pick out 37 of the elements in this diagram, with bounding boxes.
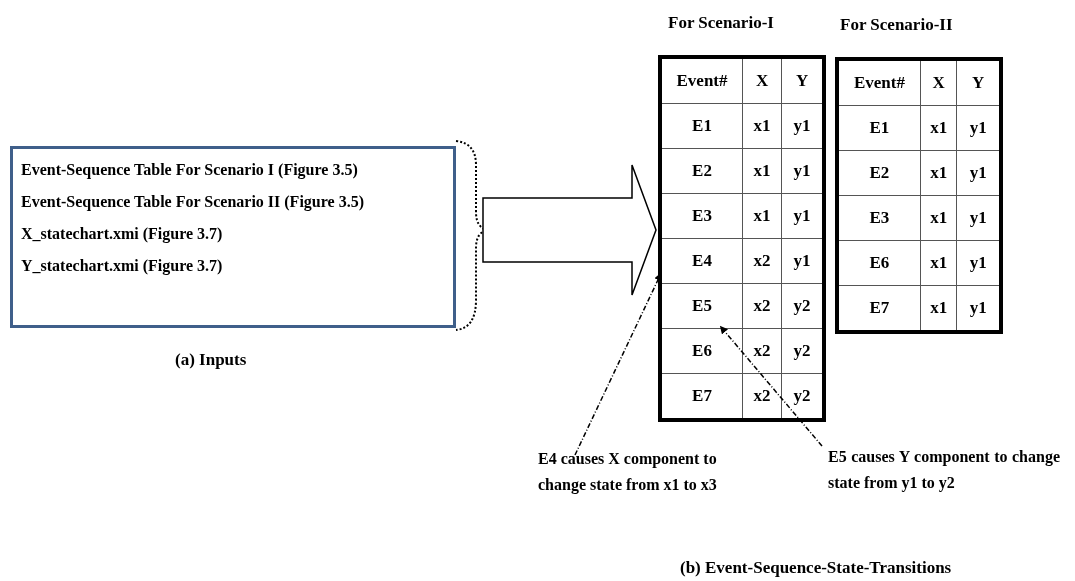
table-cell: E6: [660, 328, 743, 374]
table-cell: X: [920, 59, 957, 106]
table-cell: x1: [742, 193, 782, 239]
table-cell: E2: [837, 150, 921, 196]
input-item: X_statechart.xmi (Figure 3.7): [21, 224, 224, 245]
table-cell: Event#: [837, 59, 921, 106]
table-cell: E3: [660, 193, 743, 239]
table-cell: E2: [660, 148, 743, 194]
table-cell: E5: [660, 283, 743, 329]
figure-caption: (a) Inputs: [175, 350, 247, 370]
table-cell: x1: [920, 240, 957, 286]
table-cell: x2: [742, 238, 782, 284]
input-item: Y_statechart.xmi (Figure 3.7): [21, 256, 224, 277]
table-cell: x1: [742, 148, 782, 194]
figure-caption: (b) Event-Sequence-State-Transitions: [680, 558, 952, 578]
table-cell: E3: [837, 195, 921, 241]
table-cell: x1: [920, 195, 957, 241]
table-cell: E6: [837, 240, 921, 286]
table-cell: X: [742, 57, 782, 104]
table-cell: x2: [742, 328, 782, 374]
table-cell: x2: [742, 283, 782, 329]
table-title: For Scenario-I: [668, 13, 774, 33]
block-arrow: [482, 164, 657, 296]
input-item: Event-Sequence Table For Scenario II (Figure 3.5): [21, 192, 365, 213]
table-cell: E1: [660, 103, 743, 149]
annotation-text: E5 causes Y component to change state from y1 to y2: [828, 444, 1060, 496]
inputs-box: [10, 146, 456, 328]
table-cell: Event#: [660, 57, 743, 104]
table-cell: E4: [660, 238, 743, 284]
table-cell: x1: [742, 103, 782, 149]
input-item: Event-Sequence Table For Scenario I (Figure 3.5): [21, 160, 359, 181]
table-cell: x1: [920, 105, 957, 151]
table-cell: x1: [920, 150, 957, 196]
leader-line: [719, 325, 823, 447]
table-cell: E1: [837, 105, 921, 151]
table-title: For Scenario-II: [840, 15, 953, 35]
annotation-text: E4 causes X component to change state from x1 to x3: [538, 446, 768, 498]
